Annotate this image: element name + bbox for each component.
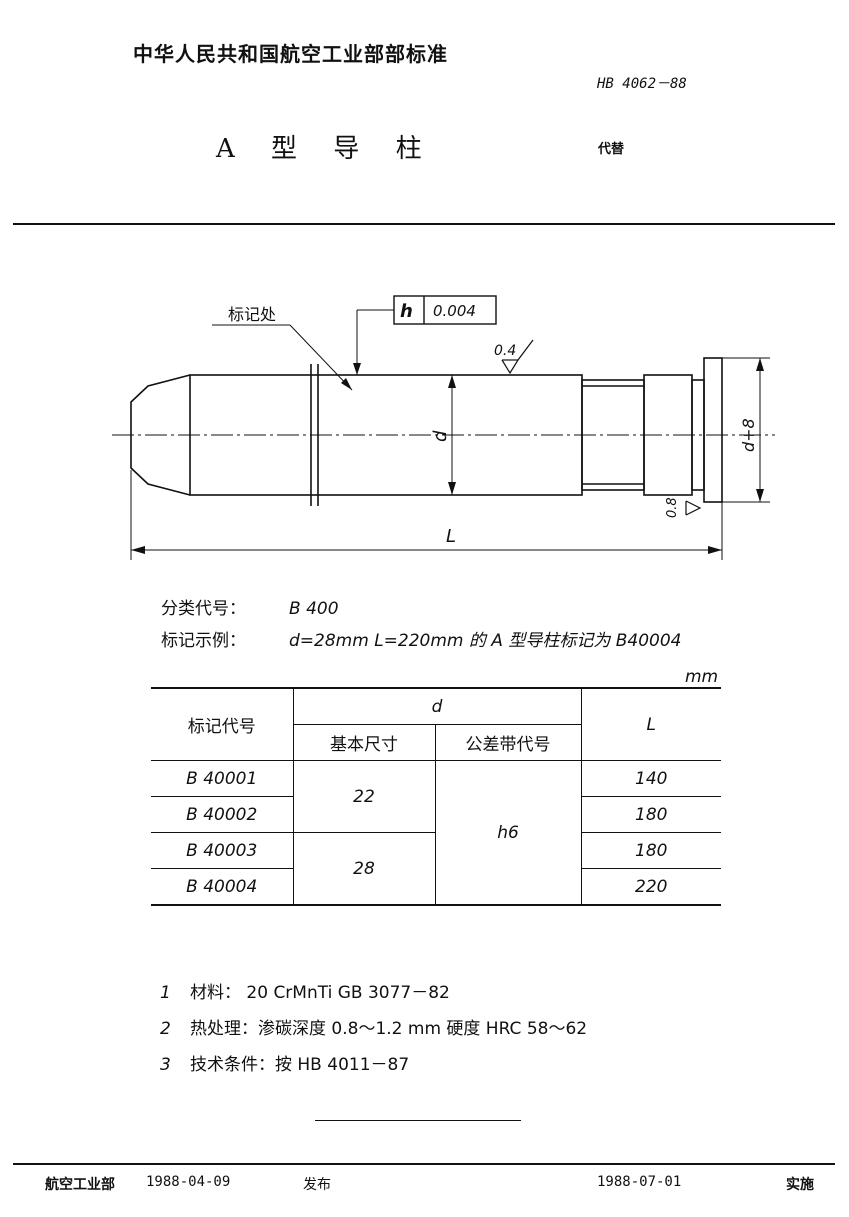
header-basic-size: 基本尺寸 (292, 724, 435, 761)
marking-example-line: 标记示例： d=28mm L=220mm 的 A 型导柱标记为 B40004 (161, 626, 681, 651)
table-row-L: 180 (580, 796, 721, 833)
replaces-label: 代替 (598, 142, 625, 157)
issuing-organization: 中华人民共和国航空工业部部标准 (133, 42, 448, 66)
table-row-code: B 40003 (151, 832, 293, 869)
footer-effective-date: 1988-07-01 (597, 1174, 682, 1190)
roughness-top: 0.4 (494, 343, 516, 359)
table-row-code: B 40001 (151, 760, 293, 797)
table-row-L: 180 (580, 832, 721, 869)
dimension-L: L (446, 526, 456, 547)
table-row-L: 140 (580, 760, 721, 797)
header-divider (13, 223, 835, 225)
marking-example-label: 标记示例： (161, 631, 246, 651)
marking-example-value: d=28mm L=220mm 的 A 型导柱标记为 B40004 (289, 631, 682, 651)
table-row-code: B 40004 (186, 876, 258, 897)
header-d: d (292, 688, 581, 725)
guide-pillar-drawing: 标记处 ℎ 0.004 0.4 0.8 d d+8 L (112, 295, 775, 560)
header-code: 标记代号 (151, 688, 293, 761)
classification-line: 分类代号： B 400 (161, 594, 339, 619)
end-rule (315, 1120, 521, 1121)
footer-effective: 实施 (786, 1177, 814, 1193)
footer-issue-date: 1988-04-09 (146, 1174, 231, 1190)
circular-runout-icon: ℎ (400, 301, 413, 322)
unit-label: mm (685, 667, 719, 687)
document-title: A 型 导 柱 (216, 134, 436, 164)
dimension-d-plus-8: d+8 (739, 418, 758, 452)
classification-label: 分类代号： (161, 599, 246, 619)
footer-divider (13, 1163, 835, 1165)
tolerance-value: 0.004 (433, 302, 476, 320)
footer-issued: 发布 (303, 1177, 331, 1193)
dimension-table: 标记代号 d L 基本尺寸 公差带代号 B 40001 22 h6 140 B … (151, 687, 721, 906)
basic-size-22: 22 (292, 760, 435, 833)
roughness-bottom: 0.8 (665, 497, 680, 518)
table-row-L: 220 (580, 868, 721, 905)
footer-issuer: 航空工业部 (45, 1177, 115, 1193)
standard-number: HB 4062－88 (597, 76, 687, 92)
tolerance-h6: h6 (434, 760, 581, 905)
table-row-code: B 40002 (151, 796, 293, 833)
header-tolerance-zone: 公差带代号 (434, 724, 581, 761)
basic-size-28: 28 (292, 832, 435, 906)
dimension-d: d (430, 430, 451, 442)
classification-value: B 400 (289, 599, 339, 619)
mark-location-label: 标记处 (228, 305, 276, 324)
header-L: L (580, 688, 721, 761)
